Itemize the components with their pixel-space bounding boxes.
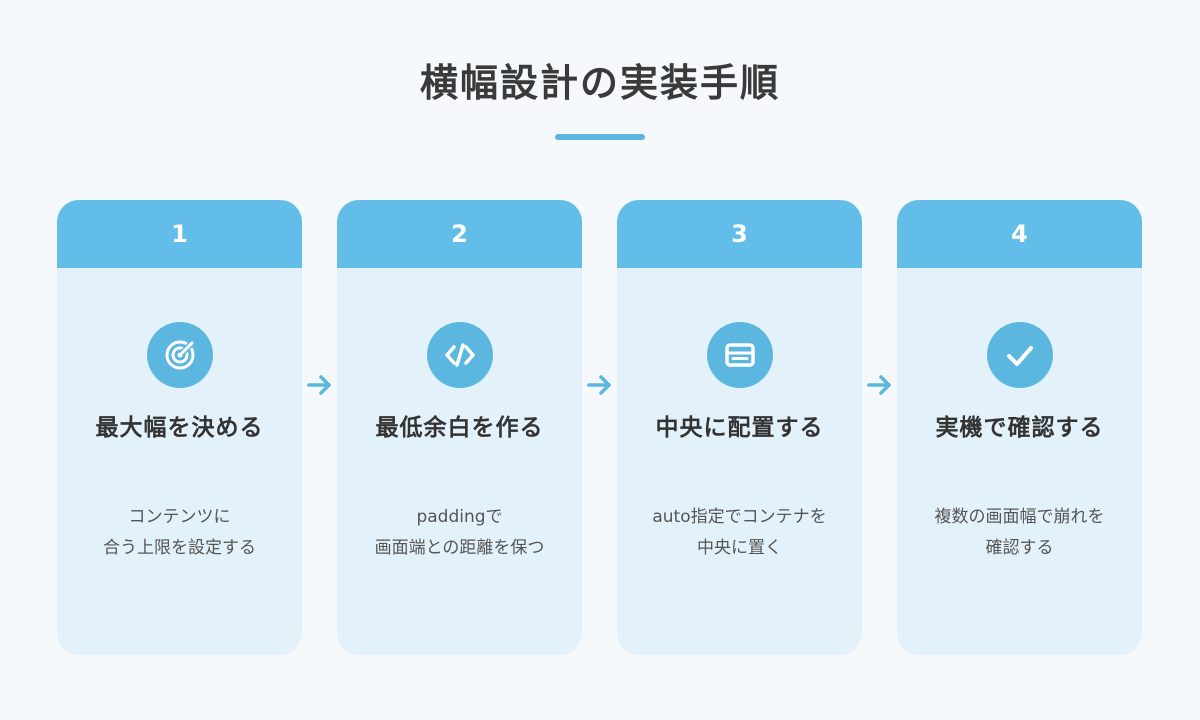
step-number-3: 3 bbox=[617, 200, 862, 268]
target-icon bbox=[147, 322, 213, 388]
step-card-1: 1 最大幅を決める コンテンツに 合う上限を設定する bbox=[57, 200, 302, 655]
step-title-1: 最大幅を決める bbox=[95, 415, 264, 441]
step-card-3: 3 中央に配置する auto指定でコンテナを 中央に置く bbox=[617, 200, 862, 655]
arrow-right-icon bbox=[587, 375, 611, 395]
step-description-line: 画面端との距離を保つ bbox=[374, 538, 545, 558]
arrow-right-icon bbox=[867, 375, 891, 395]
step-description-2: paddingで 画面端との距離を保つ bbox=[337, 502, 582, 564]
step-title-2: 最低余白を作る bbox=[375, 415, 544, 441]
step-description-line: 複数の画面幅で崩れを bbox=[934, 507, 1105, 527]
step-description-line: 合う上限を設定する bbox=[103, 538, 256, 558]
title-underline bbox=[555, 134, 645, 140]
step-description-line: 確認する bbox=[985, 538, 1054, 558]
step-title-3: 中央に配置する bbox=[655, 415, 824, 441]
step-card-2: 2 最低余白を作る paddingで 画面端との距離を保つ bbox=[337, 200, 582, 655]
code-icon bbox=[427, 322, 493, 388]
step-description-4: 複数の画面幅で崩れを 確認する bbox=[897, 502, 1142, 564]
step-description-1: コンテンツに 合う上限を設定する bbox=[57, 502, 302, 564]
step-number-4: 4 bbox=[897, 200, 1142, 268]
step-number-1: 1 bbox=[57, 200, 302, 268]
step-number-2: 2 bbox=[337, 200, 582, 268]
arrow-right-icon bbox=[307, 375, 331, 395]
page-title: 横幅設計の実装手順 bbox=[419, 61, 780, 105]
step-description-line: コンテンツに bbox=[128, 507, 231, 527]
step-description-line: 中央に置く bbox=[697, 538, 782, 558]
step-description-3: auto指定でコンテナを 中央に置く bbox=[617, 502, 862, 564]
step-title-4: 実機で確認する bbox=[935, 415, 1104, 441]
check-icon bbox=[987, 322, 1053, 388]
step-description-line: paddingで bbox=[416, 507, 503, 527]
step-card-4: 4 実機で確認する 複数の画面幅で崩れを 確認する bbox=[897, 200, 1142, 655]
layout-window-icon bbox=[707, 322, 773, 388]
step-description-line: auto指定でコンテナを bbox=[652, 507, 827, 527]
